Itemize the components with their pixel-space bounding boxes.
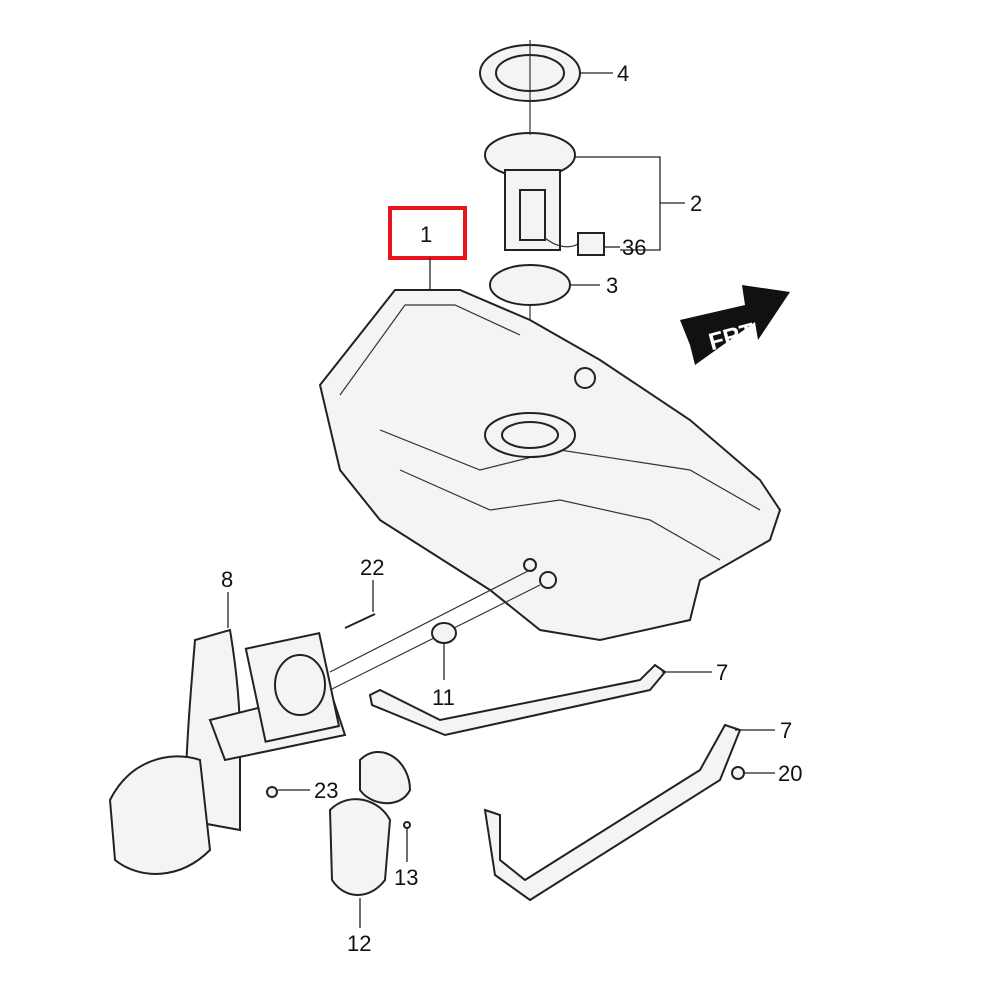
callout-11: 11: [432, 685, 455, 710]
filler-neck-protector: [328, 798, 392, 896]
callout-36: 36: [622, 235, 646, 260]
callout-22: 22: [360, 555, 384, 580]
tank-strap-front: [368, 663, 667, 737]
fuel-pump-module: [484, 40, 605, 256]
highlight-box: [388, 206, 467, 260]
fuel-tank: [318, 289, 782, 642]
bolt-20: [731, 766, 745, 780]
callout-7-front: 7: [716, 660, 728, 685]
callout-12: 12: [347, 931, 371, 956]
callout-13: 13: [394, 865, 418, 890]
hose-clamp: [431, 622, 457, 644]
callout-4: 4: [617, 61, 629, 86]
callout-1: 1: [420, 222, 432, 247]
callout-20: 20: [778, 761, 802, 786]
front-direction-arrow: FRT: [680, 285, 790, 365]
bolt-23: [266, 786, 278, 798]
callout-3: 3: [606, 273, 618, 298]
callout-2: 2: [690, 191, 702, 216]
callout-7-rear: 7: [780, 718, 792, 743]
gasket: [489, 264, 571, 306]
screw-13: [403, 821, 411, 829]
callout-23: 23: [314, 778, 338, 803]
filler-neck: [108, 628, 347, 875]
callout-8: 8: [221, 567, 233, 592]
tank-strap-rear: [483, 723, 742, 902]
bolt-22: [344, 613, 376, 629]
